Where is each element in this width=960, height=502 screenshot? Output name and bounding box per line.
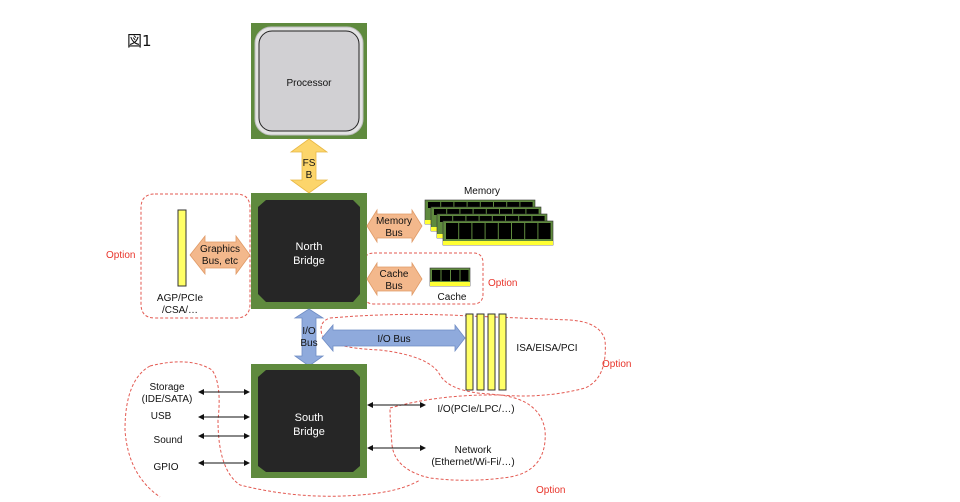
option-region-south-left [149,361,421,497]
sound-label: Sound [154,435,183,446]
south-bridge-label-2: Bridge [293,426,325,438]
processor-label: Processor [286,78,332,89]
io-bus-vertical-arrow: I/O Bus [293,308,325,367]
memory-module [442,220,554,246]
io-bus-horizontal-arrow: I/O Bus [321,323,466,353]
network-label-2: (Ethernet/Wi-Fi/…) [431,457,514,468]
io-label: I/O(PCIe/LPC/…) [437,404,514,415]
option-region-graphics [140,193,251,319]
expansion-slot [498,313,507,391]
storage-label-1: Storage [149,382,184,393]
option-region-south-left-outer [124,365,161,498]
south-bridge-label-1: South [295,412,324,424]
processor-chip: Processor [251,23,367,139]
fsb-label-1: FS [303,158,316,169]
cache-bus-label-1: Cache [380,269,409,280]
storage-label-2: (IDE/SATA) [142,394,193,405]
option-label-south: Option [536,485,565,496]
io-bus-vertical-label-1: I/O [302,326,316,337]
memory-label: Memory [464,186,500,197]
north-bridge-label-1: North [296,241,323,253]
memory-bus-arrow: Memory Bus [366,208,423,244]
memory-modules [424,199,554,246]
usb-label: USB [151,411,172,422]
memory-bus-label-2: Bus [385,228,402,239]
graphics-bus-label-2: Bus, etc [202,256,238,267]
graphics-bus-label-1: Graphics [200,244,240,255]
cache-module [429,267,471,287]
graphics-slot [177,209,187,287]
fsb-label-2: B [306,170,313,181]
cache-bus-label-2: Bus [385,281,402,292]
figure-title: 図1 [127,32,152,50]
network-label-1: Network [455,445,493,456]
expansion-slot [487,313,496,391]
io-bus-vertical-label-2: Bus [300,338,317,349]
expansion-slot [476,313,485,391]
north-bridge-chip: North Bridge [251,193,367,309]
fsb-arrow: FS B [289,138,329,194]
io-bus-horizontal-label: I/O Bus [377,334,410,345]
option-region-io-bus [320,313,606,397]
south-bridge-chip: South Bridge [251,364,367,478]
cache-bus-arrow: Cache Bus [366,261,423,297]
option-label-io-bus: Option [602,359,631,370]
graphics-bus-arrow: Graphics Bus, etc [189,234,251,276]
option-label-cache: Option [488,278,517,289]
option-label-graphics: Option [106,250,135,261]
gpio-label: GPIO [153,462,178,473]
expansion-slot [465,313,474,391]
expansion-slots-label: ISA/EISA/PCI [516,343,577,354]
graphics-slot-label-1: AGP/PCIe [157,293,204,304]
memory-bus-label-1: Memory [376,216,412,227]
cache-label: Cache [438,292,467,303]
north-bridge-label-2: Bridge [293,255,325,267]
graphics-slot-label-2: /CSA/… [162,305,198,316]
expansion-slots [465,313,507,391]
